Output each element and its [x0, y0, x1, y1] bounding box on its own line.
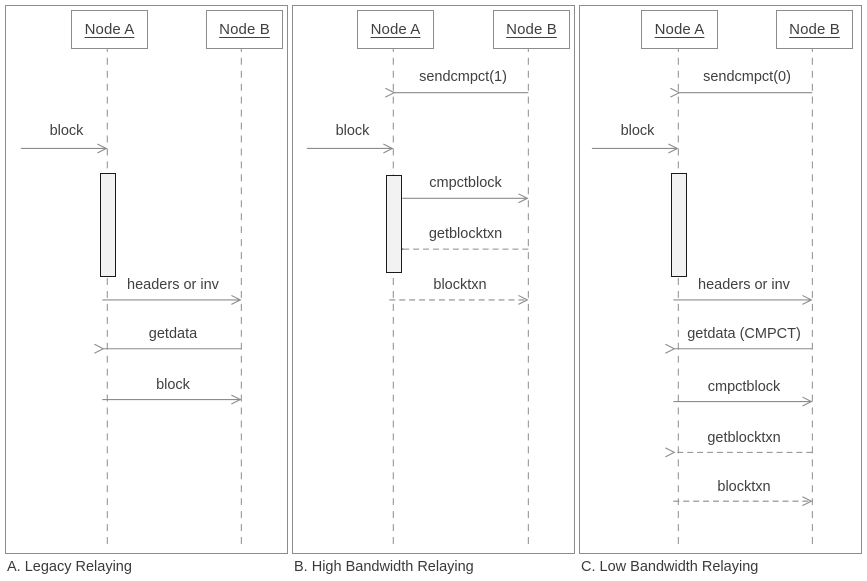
participant-label: Node B	[789, 21, 840, 38]
participant-label: Node A	[84, 21, 135, 38]
message-label-sendcmpct: sendcmpct(1)	[419, 69, 507, 85]
message-label-blocktxn: blocktxn	[717, 479, 771, 495]
message-label-sendcmpct: sendcmpct(0)	[703, 69, 791, 85]
panel-caption-a: A. Legacy Relaying	[7, 559, 132, 575]
panel-high-bandwidth-relaying: Node A Node B sendcmpct(1) block cmpctbl…	[292, 5, 575, 554]
participant-label: Node A	[370, 21, 421, 38]
message-label-getdata-cmpct: getdata (CMPCT)	[687, 326, 801, 342]
participant-node-b: Node B	[776, 10, 853, 49]
panel-caption-c: C. Low Bandwidth Relaying	[581, 559, 759, 575]
panel-a-diagram	[20, 44, 242, 549]
activation-bar-node-a	[100, 173, 116, 277]
message-label-headers-or-inv: headers or inv	[127, 277, 219, 293]
panel-caption-b: B. High Bandwidth Relaying	[294, 559, 474, 575]
participant-label: Node A	[654, 21, 705, 38]
panel-legacy-relaying: Node A Node B block headers or inv getda…	[5, 5, 288, 554]
message-label-getblocktxn: getblocktxn	[428, 226, 503, 242]
participant-label: Node B	[219, 21, 270, 38]
participant-node-b: Node B	[206, 10, 283, 49]
activation-bar-node-a	[671, 173, 687, 277]
message-label-block-in: block	[620, 123, 655, 139]
panel-b-diagram	[306, 44, 529, 549]
message-label-headers-or-inv: headers or inv	[698, 277, 790, 293]
message-label-blocktxn: blocktxn	[433, 277, 487, 293]
participant-node-a: Node A	[357, 10, 434, 49]
message-label-cmpctblock: cmpctblock	[429, 175, 502, 191]
message-label-getdata: getdata	[148, 326, 198, 342]
participant-node-a: Node A	[641, 10, 718, 49]
activation-bar-node-a	[386, 175, 402, 273]
message-label-cmpctblock: cmpctblock	[707, 379, 781, 395]
message-label-block-in: block	[335, 123, 370, 139]
message-label-block-in: block	[49, 123, 84, 139]
participant-label: Node B	[506, 21, 557, 38]
message-label-block-out: block	[156, 377, 190, 393]
participant-node-a: Node A	[71, 10, 148, 49]
panel-low-bandwidth-relaying: Node A Node B sendcmpct(0) block headers…	[579, 5, 862, 554]
participant-node-b: Node B	[493, 10, 570, 49]
panel-c-diagram	[591, 44, 813, 549]
message-label-getblocktxn: getblocktxn	[707, 430, 781, 446]
